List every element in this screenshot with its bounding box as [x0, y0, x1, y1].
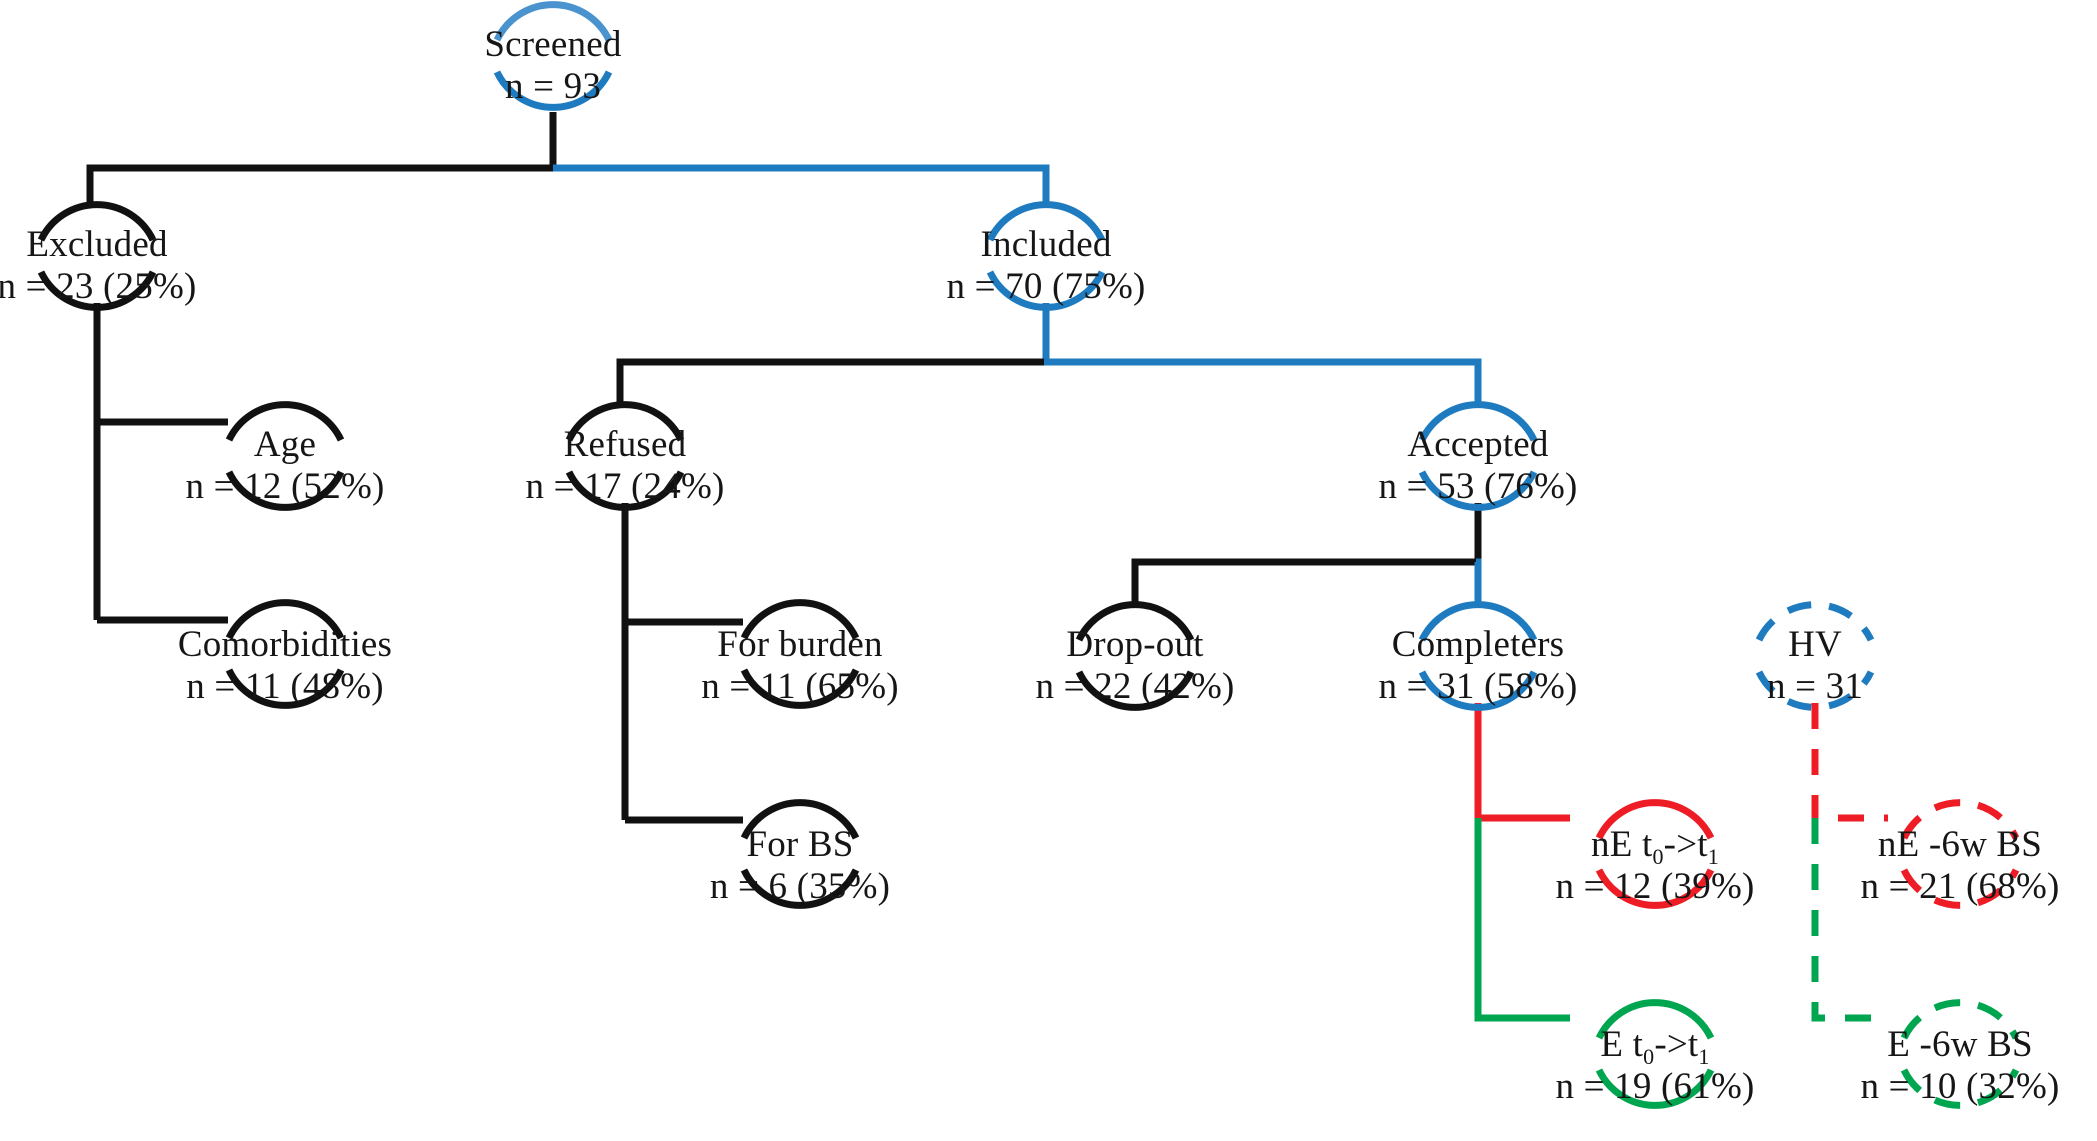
for-burden-arc-top [740, 599, 860, 640]
ne-label-part-1: 0 [1652, 844, 1663, 869]
included-arc-top [986, 201, 1106, 242]
excluded-arc-top [37, 201, 157, 242]
e-6w-bs-label: E -6w BS [1887, 1024, 2033, 1065]
ne-t0-t1-label: nE t0->t1 [1591, 824, 1719, 869]
node-included[interactable]: Included n = 70 (75%) [947, 201, 1146, 311]
connector-layer [86, 112, 1888, 1022]
comorbidities-count: n = 11 (48%) [186, 666, 384, 707]
age-label: Age [254, 424, 316, 465]
completers-arc-top [1418, 601, 1538, 642]
accepted-label: Accepted [1407, 424, 1549, 465]
refused-label: Refused [564, 424, 687, 465]
node-e-t0-t1[interactable]: E t0->t1 n = 19 (61%) [1556, 999, 1755, 1109]
edge-hv-to-ne-bs [1811, 703, 1888, 822]
edge-accepted-to-completers [1474, 558, 1482, 605]
node-accepted[interactable]: Accepted n = 53 (76%) [1379, 401, 1578, 511]
included-arc-bottom [986, 270, 1106, 311]
ne-t0-t1-count: n = 12 (39%) [1556, 866, 1755, 907]
for-burden-arc-bottom [740, 668, 860, 709]
for-burden-label: For burden [717, 624, 882, 665]
node-excluded[interactable]: Excluded n = 23 (25%) [0, 201, 196, 311]
completers-arc-bottom [1418, 670, 1538, 711]
accepted-arc-bottom [1418, 470, 1538, 511]
ne-6w-bs-count: n = 21 (68%) [1861, 866, 2060, 907]
accepted-arc-top [1418, 401, 1538, 442]
node-drop-out[interactable]: Drop-out n = 22 (42%) [1036, 601, 1235, 711]
ne-6w-bs-arc-bottom [1900, 868, 2020, 909]
for-bs-label: For BS [746, 824, 853, 865]
edge-included-to-accepted [1044, 358, 1482, 405]
for-bs-count: n = 6 (35%) [710, 866, 890, 907]
node-age[interactable]: Age n = 12 (52%) [186, 401, 385, 511]
screened-label: Screened [484, 24, 621, 65]
for-bs-arc-bottom [740, 868, 860, 909]
excluded-arc-bottom [37, 270, 157, 311]
for-bs-arc-top [740, 799, 860, 840]
edge-split-to-included [553, 164, 1050, 205]
screened-arc-bottom [493, 70, 613, 111]
ne-label-part-3: 1 [1708, 844, 1719, 869]
edge-accepted-to-drop-out [1131, 558, 1481, 605]
edge-completers-to-e [1474, 818, 1570, 1022]
e-t0-t1-arc-bottom [1595, 1068, 1715, 1109]
ne-label-part-0: nE t [1591, 824, 1653, 865]
refused-arc-top [565, 401, 685, 442]
for-burden-count: n = 11 (65%) [701, 666, 899, 707]
ne-6w-bs-arc-top [1900, 799, 2020, 840]
e-label-part-3: 1 [1698, 1044, 1709, 1069]
excluded-count: n = 23 (25%) [0, 266, 196, 307]
e-label-part-2: ->t [1654, 1024, 1699, 1065]
node-ne-6w-bs[interactable]: nE -6w BS n = 21 (68%) [1861, 799, 2060, 909]
e-6w-bs-arc-bottom [1900, 1068, 2020, 1109]
e-t0-t1-label: E t0->t1 [1600, 1024, 1709, 1069]
node-comorbidities[interactable]: Comorbidities n = 11 (48%) [178, 599, 392, 709]
node-for-bs[interactable]: For BS n = 6 (35%) [710, 799, 890, 909]
comorbidities-label: Comorbidities [178, 624, 392, 665]
node-hv[interactable]: HV n = 31 [1755, 601, 1875, 711]
age-arc-bottom [225, 470, 345, 511]
hv-count: n = 31 [1767, 666, 1863, 707]
completers-count: n = 31 (58%) [1379, 666, 1578, 707]
edge-completers-to-ne [1474, 703, 1570, 822]
ne-label-part-2: ->t [1664, 824, 1709, 865]
drop-out-count: n = 22 (42%) [1036, 666, 1235, 707]
included-label: Included [980, 224, 1111, 265]
drop-out-arc-bottom [1075, 670, 1195, 711]
node-completers[interactable]: Completers n = 31 (58%) [1379, 601, 1578, 711]
screened-count: n = 93 [505, 66, 601, 107]
e-6w-bs-count: n = 10 (32%) [1861, 1066, 2060, 1107]
hv-arc-top [1755, 601, 1875, 642]
e-6w-bs-arc-top [1900, 999, 2020, 1040]
included-count: n = 70 (75%) [947, 266, 1146, 307]
node-for-burden[interactable]: For burden n = 11 (65%) [701, 599, 899, 709]
hv-label: HV [1788, 624, 1842, 665]
ne-t0-t1-arc-bottom [1595, 868, 1715, 909]
node-e-6w-bs[interactable]: E -6w BS n = 10 (32%) [1861, 999, 2060, 1109]
comorbidities-arc-bottom [225, 668, 345, 709]
node-screened[interactable]: Screened n = 93 [484, 1, 622, 111]
edge-split-to-excluded [86, 164, 553, 205]
comorbidities-arc-top [225, 599, 345, 640]
age-count: n = 12 (52%) [186, 466, 385, 507]
refused-arc-bottom [565, 470, 685, 511]
ne-6w-bs-label: nE -6w BS [1878, 824, 2042, 865]
node-refused[interactable]: Refused n = 17 (24%) [526, 401, 725, 511]
excluded-label: Excluded [26, 224, 168, 265]
ne-t0-t1-arc-top [1595, 799, 1715, 840]
drop-out-arc-top [1075, 601, 1195, 642]
age-arc-top [225, 401, 345, 442]
e-t0-t1-arc-top [1595, 999, 1715, 1040]
completers-label: Completers [1392, 624, 1565, 665]
e-label-part-1: 0 [1643, 1044, 1654, 1069]
node-ne-t0-t1[interactable]: nE t0->t1 n = 12 (39%) [1556, 799, 1755, 909]
edge-hv-to-e-bs [1811, 818, 1888, 1022]
e-t0-t1-count: n = 19 (61%) [1556, 1066, 1755, 1107]
hv-arc-bottom [1755, 670, 1875, 711]
accepted-count: n = 53 (76%) [1379, 466, 1578, 507]
refused-count: n = 17 (24%) [526, 466, 725, 507]
edge-included-to-refused [616, 358, 1049, 405]
drop-out-label: Drop-out [1066, 624, 1204, 665]
screened-arc-top [493, 1, 613, 42]
e-label-part-0: E t [1600, 1024, 1643, 1065]
